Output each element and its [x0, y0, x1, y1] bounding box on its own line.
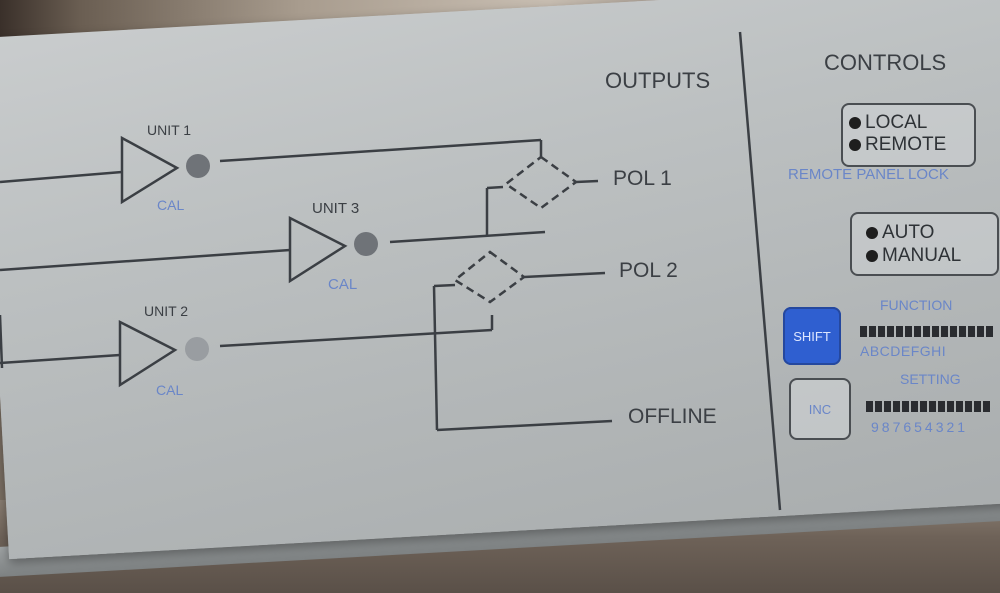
function-letters: ABCDEFGHI — [860, 343, 947, 359]
local-led — [849, 116, 861, 129]
unit2-cal-label: CAL — [156, 382, 184, 398]
unit3-input-line — [0, 248, 291, 272]
unit3-output-line — [389, 230, 546, 244]
controls-heading: CONTROLS — [824, 50, 947, 75]
output-offline-label: OFFLINE — [628, 405, 717, 428]
function-label: FUNCTION — [880, 297, 953, 313]
setting-label: SETTING — [900, 371, 961, 387]
unit1-input-line — [0, 170, 123, 184]
unit1-label: UNIT 1 — [147, 122, 192, 138]
auto-label: AUTO — [882, 222, 935, 243]
remote-label: REMOTE — [865, 134, 947, 155]
unit2-cal-led — [185, 337, 209, 361]
function-display — [860, 324, 995, 337]
unit3-cal-led — [354, 232, 378, 256]
local-label: LOCAL — [865, 112, 928, 133]
unit2-label: UNIT 2 — [144, 303, 189, 319]
setting-display — [866, 399, 992, 412]
unit1-amp — [120, 135, 180, 205]
shift-key[interactable]: SHIFT — [783, 307, 841, 365]
output-pol1-label: POL 1 — [613, 167, 672, 190]
remote-led — [849, 138, 861, 151]
panel-divider — [738, 31, 782, 511]
output-pol2-label: POL 2 — [619, 259, 678, 282]
auto-manual-button[interactable]: AUTO MANUAL — [850, 212, 999, 276]
unit1-output-line — [219, 138, 542, 163]
unit3-cal-label: CAL — [328, 276, 358, 293]
setting-digits: 987654321 — [871, 419, 969, 435]
switch-pol1 — [503, 155, 579, 210]
unit2-amp — [118, 319, 178, 388]
unit3-label: UNIT 3 — [312, 200, 360, 217]
local-remote-button[interactable]: LOCAL REMOTE — [841, 103, 976, 167]
unit2-output-line — [219, 328, 493, 348]
remote-panel-lock-caption: REMOTE PANEL LOCK — [788, 166, 949, 183]
unit3-amp — [288, 215, 348, 284]
unit1-cal-label: CAL — [157, 197, 185, 213]
unit1-cal-led — [186, 154, 210, 178]
auto-led — [866, 226, 878, 239]
manual-label: MANUAL — [882, 245, 962, 266]
outputs-heading: OUTPUTS — [605, 68, 711, 93]
unit2-input-line — [0, 353, 121, 365]
inc-key[interactable]: INC — [789, 378, 851, 440]
switch-pol2 — [452, 250, 527, 304]
manual-led — [866, 249, 878, 262]
